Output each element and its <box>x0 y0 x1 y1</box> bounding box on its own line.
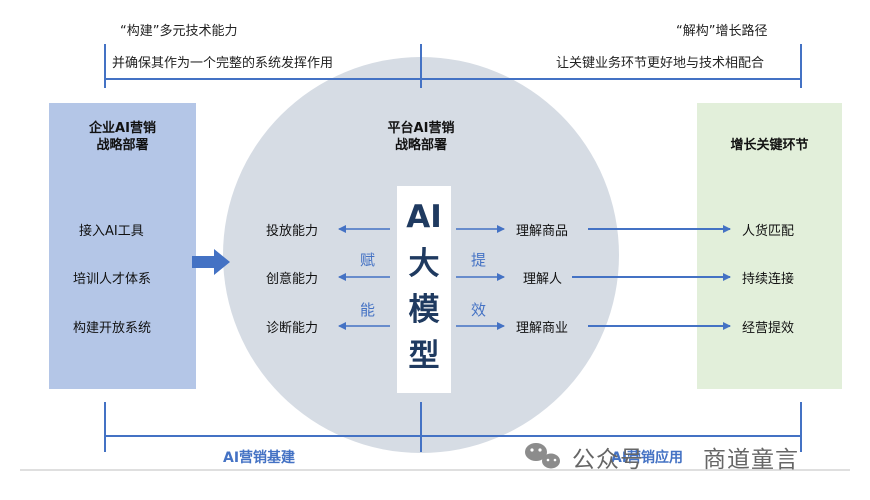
left-panel-title-line2: 战略部署 <box>96 138 149 153</box>
center-left-item-diagnosis: 诊断能力 <box>266 321 319 336</box>
core-char-da: 大 <box>408 246 440 282</box>
bottom-right-label: AI营销应用 <box>611 450 684 466</box>
bottom-left-label: AI营销基建 <box>223 450 296 466</box>
right-item-connection: 持续连接 <box>742 272 795 287</box>
long-arrows <box>572 225 731 330</box>
watermark-wechat-label: 公众号 <box>572 447 644 473</box>
core-char-ai: AI <box>406 199 442 235</box>
center-panel-title-line2: 战略部署 <box>394 138 447 153</box>
left-item-talent-training: 培训人才体系 <box>73 272 152 287</box>
top-right-line2: 让关键业务环节更好地与技术相配合 <box>556 56 765 71</box>
center-right-item-people: 理解人 <box>523 272 563 287</box>
left-item-connect-ai-tools: 接入AI工具 <box>79 224 144 239</box>
right-item-efficiency: 经营提效 <box>742 321 795 336</box>
center-panel-title: 平台AI营销 战略部署 <box>362 120 480 154</box>
top-left-line1: “构建”多元技术能力 <box>120 24 238 39</box>
center-panel-title-line1: 平台AI营销 <box>387 121 455 136</box>
right-item-matching: 人货匹配 <box>742 224 795 239</box>
wechat-icon <box>525 443 560 469</box>
left-big-arrow <box>192 249 230 275</box>
verb-fu: 赋 <box>360 251 376 269</box>
watermark-name: 商道童言 <box>703 447 799 473</box>
right-panel-title: 增长关键环节 <box>730 138 809 153</box>
top-right-line1: “解构”增长路径 <box>676 24 768 39</box>
left-item-open-system: 构建开放系统 <box>73 321 152 336</box>
left-panel-title-line1: 企业AI营销 <box>89 121 156 136</box>
right-arrows <box>456 225 505 330</box>
center-right-item-business: 理解商业 <box>516 321 569 336</box>
left-arrows <box>338 225 390 330</box>
left-panel-title: 企业AI营销 战略部署 <box>49 120 196 154</box>
ai-model-core: AI 大 模 型 <box>397 186 451 393</box>
top-bracket <box>104 44 802 88</box>
verb-neng: 能 <box>360 301 376 319</box>
right-panel-box <box>697 103 842 389</box>
left-panel-box <box>49 103 196 389</box>
core-char-mo: 模 <box>408 292 440 328</box>
verb-xiao: 效 <box>471 301 487 319</box>
center-left-item-delivery: 投放能力 <box>266 224 319 239</box>
bottom-bracket <box>104 402 802 452</box>
center-left-item-creative: 创意能力 <box>266 272 319 287</box>
top-left-line2: 并确保其作为一个完整的系统发挥作用 <box>112 56 334 71</box>
verb-ti: 提 <box>471 251 487 269</box>
center-right-item-product: 理解商品 <box>516 224 569 239</box>
core-char-xing: 型 <box>408 338 440 374</box>
